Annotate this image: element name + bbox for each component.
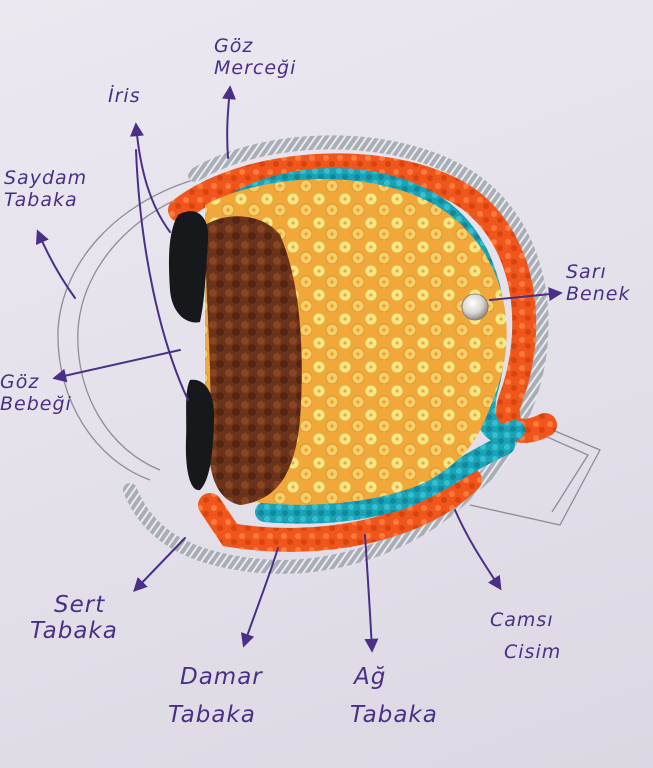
pearl-bead-icon xyxy=(461,293,489,321)
iris-bottom-black xyxy=(185,379,215,491)
label-saydam-tabaka: Saydam Tabaka xyxy=(4,167,88,211)
arrow-icon xyxy=(52,349,181,383)
choroid-orange-layer xyxy=(168,153,557,552)
label-sari-benek: Sarı Benek xyxy=(566,261,631,305)
arrow-icon xyxy=(35,229,76,299)
label-pointers xyxy=(35,85,563,653)
arrow-icon xyxy=(241,547,279,648)
arrow-icon xyxy=(364,534,379,653)
label-goz-bebegi: Göz Bebeği xyxy=(0,371,72,415)
arrow-icon xyxy=(454,509,502,591)
arrow-icon xyxy=(135,149,189,401)
label-sert-tabaka: Sert Tabaka xyxy=(30,592,118,645)
arrow-icon xyxy=(222,85,236,159)
label-iris: İris xyxy=(108,85,141,107)
iris-top-black xyxy=(168,211,209,323)
label-damar-tabaka: Damar Tabaka xyxy=(168,664,263,729)
arrow-icon xyxy=(133,537,186,593)
arrow-icon xyxy=(130,122,171,233)
label-goz-mercegi: Göz Merceği xyxy=(214,35,297,79)
label-camsi-cisim: Camsı Cisim xyxy=(490,609,562,663)
label-ag-tabaka: Ağ Tabaka xyxy=(350,664,438,729)
arrow-icon xyxy=(489,287,563,302)
lens-brown-layer xyxy=(205,216,302,506)
